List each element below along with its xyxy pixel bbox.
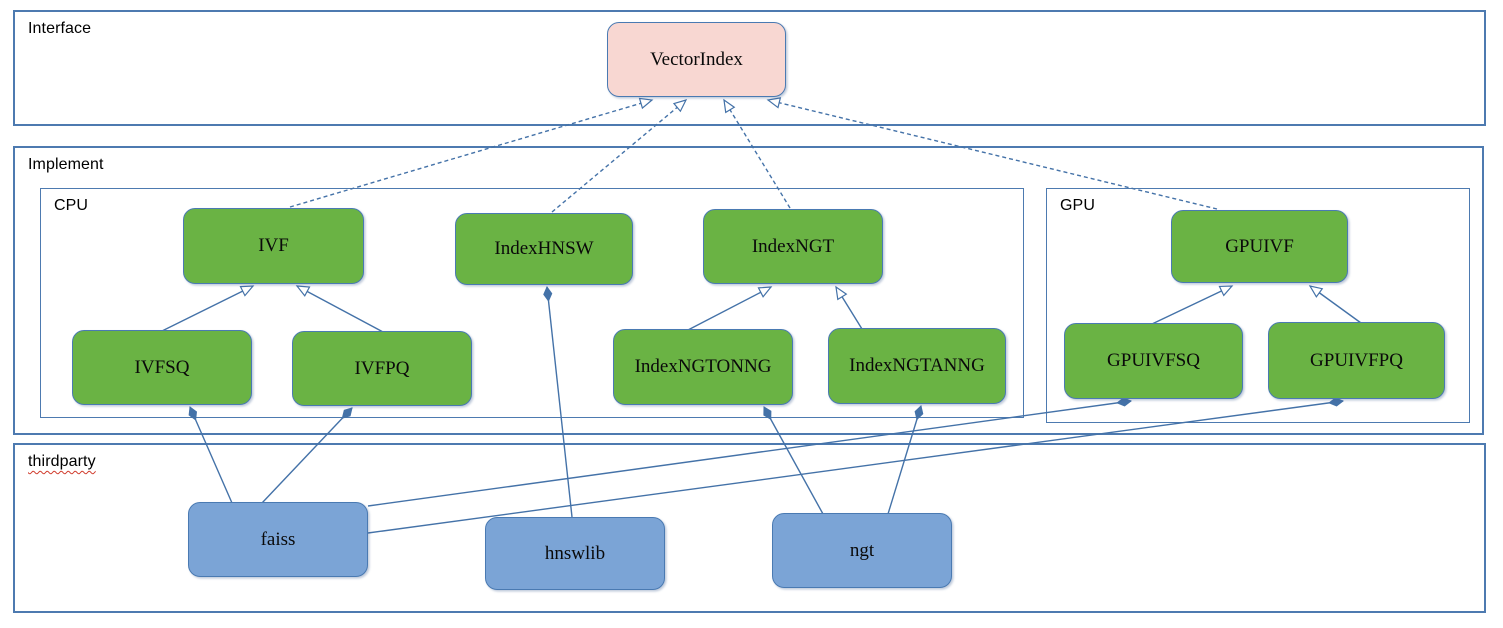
node-label: IVFPQ — [354, 357, 410, 379]
node-label: faiss — [260, 528, 296, 550]
section-interface-label: Interface — [28, 20, 92, 37]
node-label: IndexHNSW — [494, 238, 594, 259]
node-ivf: IVF — [183, 208, 364, 284]
node-gpuivf: GPUIVF — [1171, 210, 1348, 283]
node-label: hnswlib — [544, 542, 606, 564]
node-ivfsq: IVFSQ — [72, 330, 252, 405]
section-gpu-label: GPU — [1060, 197, 1095, 214]
node-indexhnsw: IndexHNSW — [455, 213, 633, 285]
node-hnswlib: hnswlib — [485, 517, 665, 590]
node-indexngtanng: IndexNGTANNG — [828, 328, 1006, 404]
section-implement-label: Implement — [28, 156, 104, 173]
node-label: IVFSQ — [134, 356, 190, 378]
node-ivfpq: IVFPQ — [292, 331, 472, 406]
node-label: IVF — [258, 235, 289, 256]
node-vectorindex: VectorIndex — [607, 22, 786, 97]
node-label: IndexNGT — [751, 235, 835, 257]
node-gpuivfsq: GPUIVFSQ — [1064, 323, 1243, 399]
node-label: GPUIVF — [1225, 235, 1294, 257]
node-indexngtonng: IndexNGTONNG — [613, 329, 793, 405]
node-faiss: faiss — [188, 502, 368, 577]
node-label: VectorIndex — [650, 48, 743, 70]
node-label: IndexNGTONNG — [634, 356, 772, 377]
node-label: GPUIVFSQ — [1107, 350, 1200, 371]
node-ngt: ngt — [772, 513, 952, 588]
node-indexngt: IndexNGT — [703, 209, 883, 284]
node-label: GPUIVFPQ — [1310, 349, 1403, 371]
section-cpu-label: CPU — [54, 197, 89, 214]
node-gpuivfpq: GPUIVFPQ — [1268, 322, 1445, 399]
node-label: IndexNGTANNG — [849, 355, 985, 376]
node-label: ngt — [849, 539, 875, 561]
section-thirdparty-label: thirdparty — [28, 453, 96, 470]
